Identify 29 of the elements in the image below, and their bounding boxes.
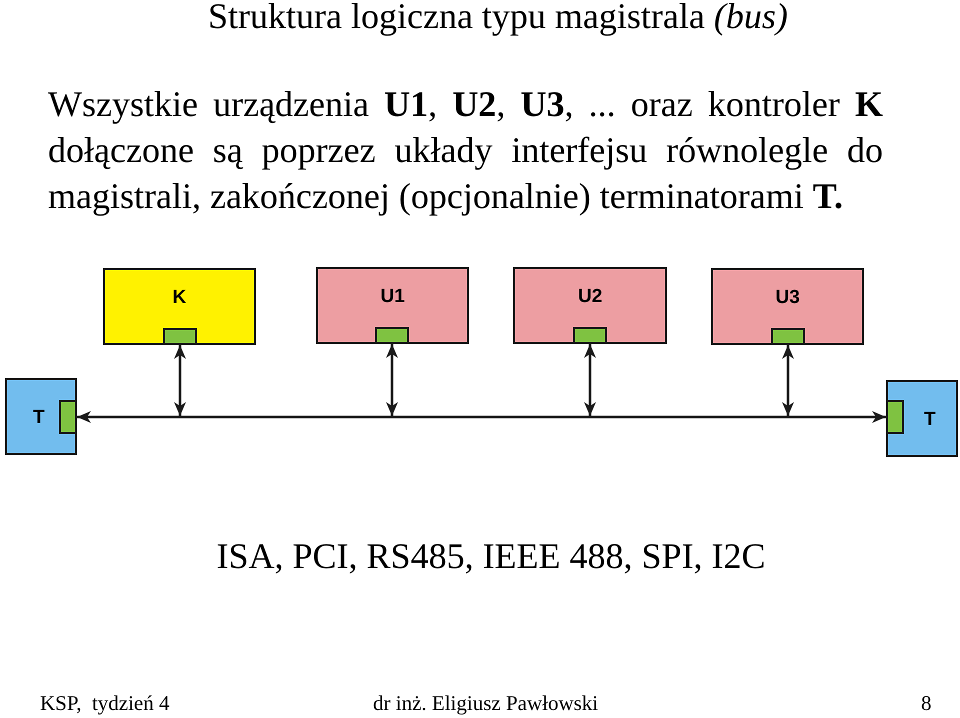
interface-block	[771, 328, 805, 345]
terminator-label: T	[924, 409, 936, 431]
slide-title: Struktura logiczna typu magistrala (bus)	[208, 0, 788, 34]
controller-box	[103, 268, 256, 345]
double-arrow	[584, 344, 596, 416]
double-arrow	[782, 345, 794, 416]
terminator-box	[5, 378, 77, 455]
double-arrow	[174, 345, 186, 416]
device-label: U3	[776, 287, 800, 309]
footer-text: dr inż. Eligiusz Pawłowski	[373, 691, 598, 715]
terminator-box	[886, 380, 958, 457]
bus-line	[77, 411, 886, 423]
bus-standards-text: ISA, PCI, RS485, IEEE 488, SPI, I2C	[216, 536, 766, 576]
description-paragraph: Wszystkie urządzenia U1, U2, U3, ... oraz kontroler K dołączone są poprzez układy interfejsu równolegle do magistrali, zakończonej (opcjonalnie) terminatorami T.	[48, 83, 883, 218]
interface-block	[375, 327, 409, 344]
device-label: U1	[380, 286, 405, 308]
footer-text: KSP, tydzień 4	[40, 691, 170, 715]
device-label: U2	[578, 286, 602, 308]
page-number: 8	[921, 691, 932, 715]
interface-block	[573, 327, 607, 344]
double-arrow	[386, 344, 398, 416]
interface-block	[886, 400, 904, 434]
device-box	[513, 267, 667, 344]
interface-block	[59, 400, 77, 434]
device-box	[711, 268, 864, 345]
device-box	[316, 267, 469, 344]
interface-block	[163, 328, 197, 345]
controller-label: K	[172, 287, 186, 309]
terminator-label: T	[33, 407, 45, 429]
